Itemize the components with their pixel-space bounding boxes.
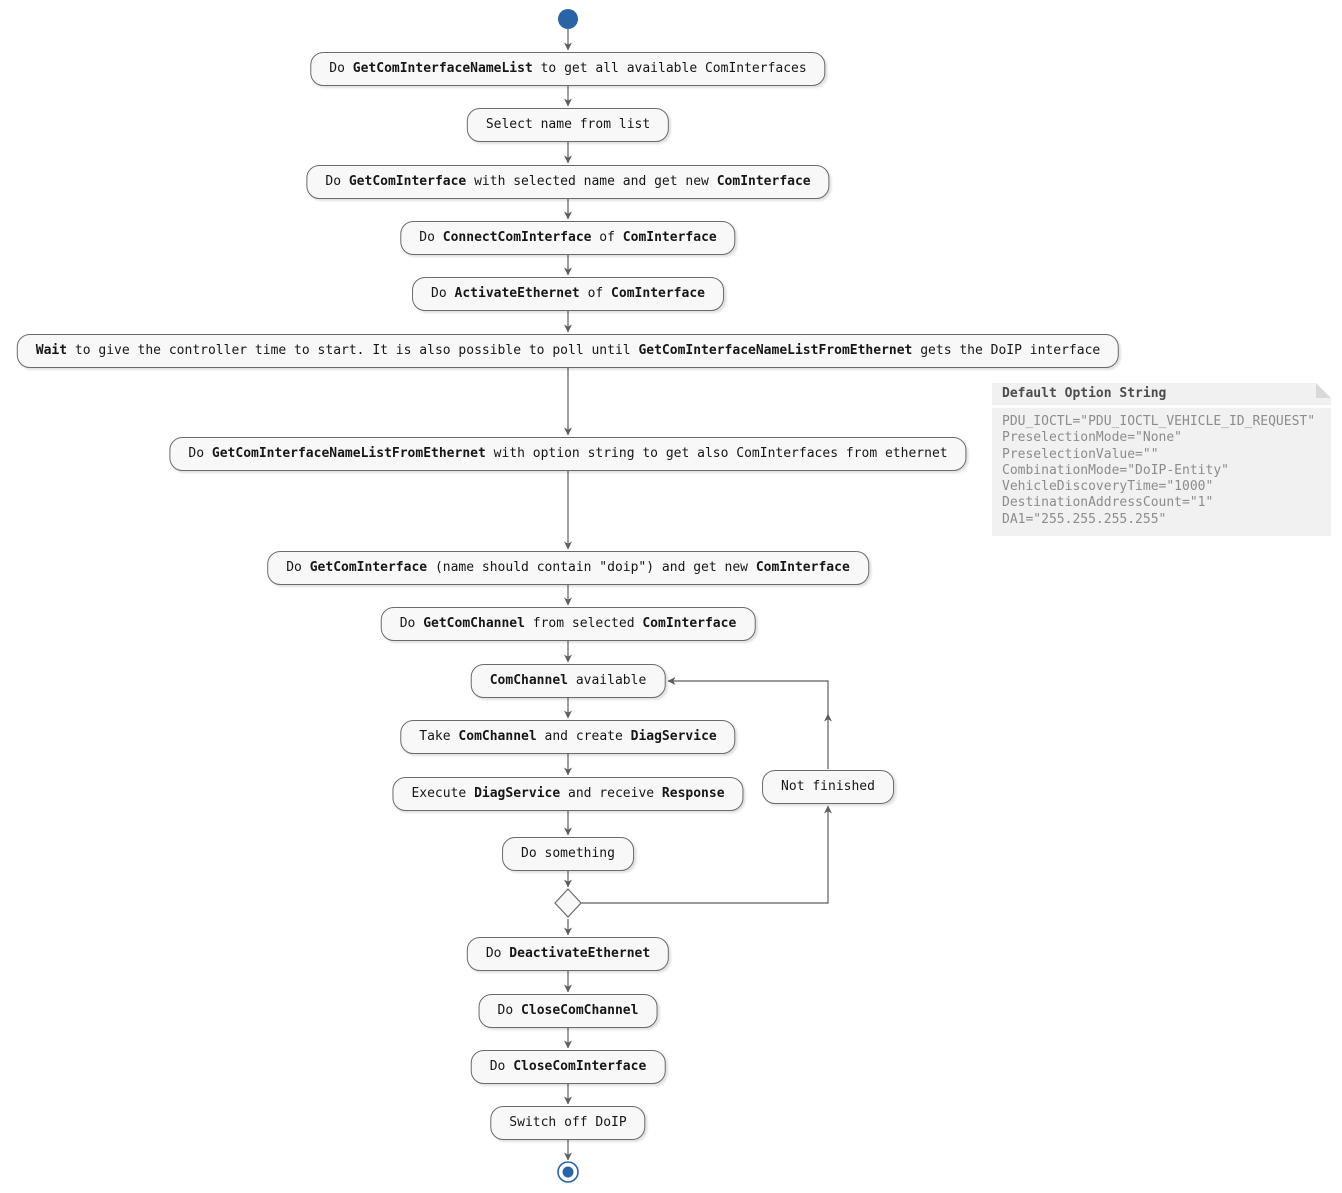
activity-wait: Wait to give the controller time to star… [16,334,1120,368]
note-line: DestinationAddressCount="1" [1002,495,1214,511]
note-body: PDU_IOCTL="PDU_IOCTL_VEHICLE_ID_REQUEST"… [992,408,1331,537]
note-line: PreselectionValue="" [1002,446,1159,462]
note-default-option-string: Default Option String PDU_IOCTL="PDU_IOC… [992,383,1331,537]
activity-com-channel-available: ComChannel available [470,664,666,698]
activity-close-com-channel: Do CloseComChannel [478,994,658,1028]
note-line: VehicleDiscoveryTime="1000" [1002,479,1214,495]
decision-diamond [554,888,582,918]
note-line: PreselectionMode="None" [1002,430,1183,446]
activity-do-something: Do something [502,837,634,871]
note-line: DA1="255.255.255.255" [1002,511,1167,527]
activity-get-com-interface-name-list: Do GetComInterfaceNameList to get all av… [310,52,826,86]
loop-arrow-to-com-channel [667,677,829,714]
activity-get-com-interface-name-list-from-ethernet: Do GetComInterfaceNameListFromEthernet w… [169,437,967,471]
activity-take-com-channel-create-diag-service: Take ComChannel and create DiagService [400,720,736,754]
activity-not-finished: Not finished [762,770,894,804]
activity-connect-com-interface: Do ConnectComInterface of ComInterface [400,221,736,255]
activity-close-com-interface: Do CloseComInterface [470,1050,666,1084]
activity-deactivate-ethernet: Do DeactivateEthernet [466,937,670,971]
note-title: Default Option String [992,383,1331,405]
start-node [558,9,578,29]
activity-get-com-channel: Do GetComChannel from selected ComInterf… [380,607,756,641]
activity-execute-diag-service: Execute DiagService and receive Response [392,777,744,811]
loop-arrow-to-not-finished [581,805,832,904]
activity-select-name-from-list: Select name from list [466,108,670,142]
activity-switch-off-doip: Switch off DoIP [490,1106,646,1140]
end-node-dot [562,1166,574,1178]
note-line: CombinationMode="DoIP-Entity" [1002,462,1229,478]
activity-activate-ethernet: Do ActivateEthernet of ComInterface [412,277,724,311]
activity-get-com-interface: Do GetComInterface with selected name an… [306,165,830,199]
note-line: PDU_IOCTL="PDU_IOCTL_VEHICLE_ID_REQUEST" [1002,414,1316,429]
activity-get-com-interface-doip: Do GetComInterface (name should contain … [267,551,869,585]
